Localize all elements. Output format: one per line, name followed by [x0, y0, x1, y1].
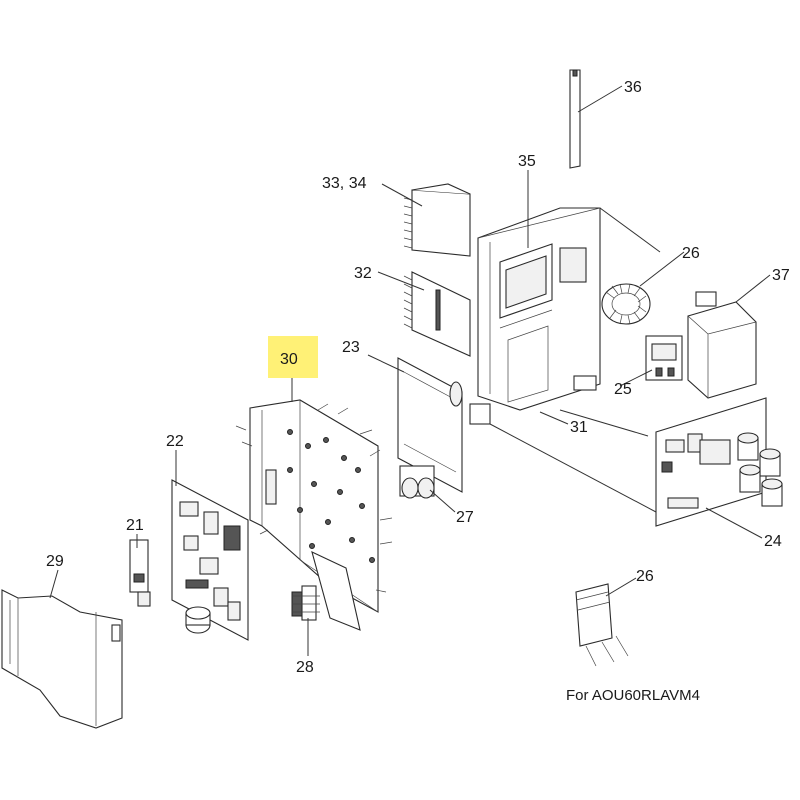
- part-21-small-board: [129, 539, 151, 607]
- callout-24: 24: [764, 533, 782, 550]
- part-24-inverter-pcb: [655, 397, 783, 527]
- part-22-control-pcb: [171, 479, 249, 641]
- callout-28: 28: [296, 659, 314, 676]
- part-23-filter-board: [397, 357, 463, 493]
- callout-22: 22: [166, 433, 184, 450]
- callout-36: 36: [624, 79, 642, 96]
- callout-30: 30: [280, 351, 298, 368]
- part-32-heat-sink: [403, 271, 471, 357]
- part-33-34-heat-sink: [403, 183, 471, 257]
- callout-25: 25: [614, 381, 632, 398]
- part-36-rod: [569, 69, 581, 169]
- part-35-31-electrical-box: [469, 207, 601, 425]
- part-28-coil-assembly: [291, 550, 361, 631]
- part-30-mounting-plate: [235, 399, 393, 613]
- callout-26-alt: 26: [636, 568, 654, 585]
- callout-33-34: 33, 34: [322, 175, 367, 192]
- part-27-relay: [399, 465, 435, 499]
- callout-31: 31: [570, 419, 588, 436]
- part-26-alternate-coil: [575, 583, 629, 667]
- part-26-toroid-coil: [601, 283, 651, 325]
- callout-32: 32: [354, 265, 372, 282]
- callout-27: 27: [456, 509, 474, 526]
- part-37-cover: [687, 291, 757, 399]
- callout-29: 29: [46, 553, 64, 570]
- callout-26-main: 26: [682, 245, 700, 262]
- part-29-cover-panel: [1, 589, 123, 729]
- part-25-terminal-block: [645, 335, 683, 381]
- highlight-box-30: [268, 336, 318, 378]
- callout-37: 37: [772, 267, 790, 284]
- callout-35: 35: [518, 153, 536, 170]
- callout-labels: 21 22 23 24 25 26 26 27 28 29 30 31 32 3…: [46, 79, 790, 676]
- leader-lines: [49, 85, 771, 656]
- callout-21: 21: [126, 517, 144, 534]
- model-caption: For AOU60RLAVM4: [566, 687, 700, 704]
- callout-23: 23: [342, 339, 360, 356]
